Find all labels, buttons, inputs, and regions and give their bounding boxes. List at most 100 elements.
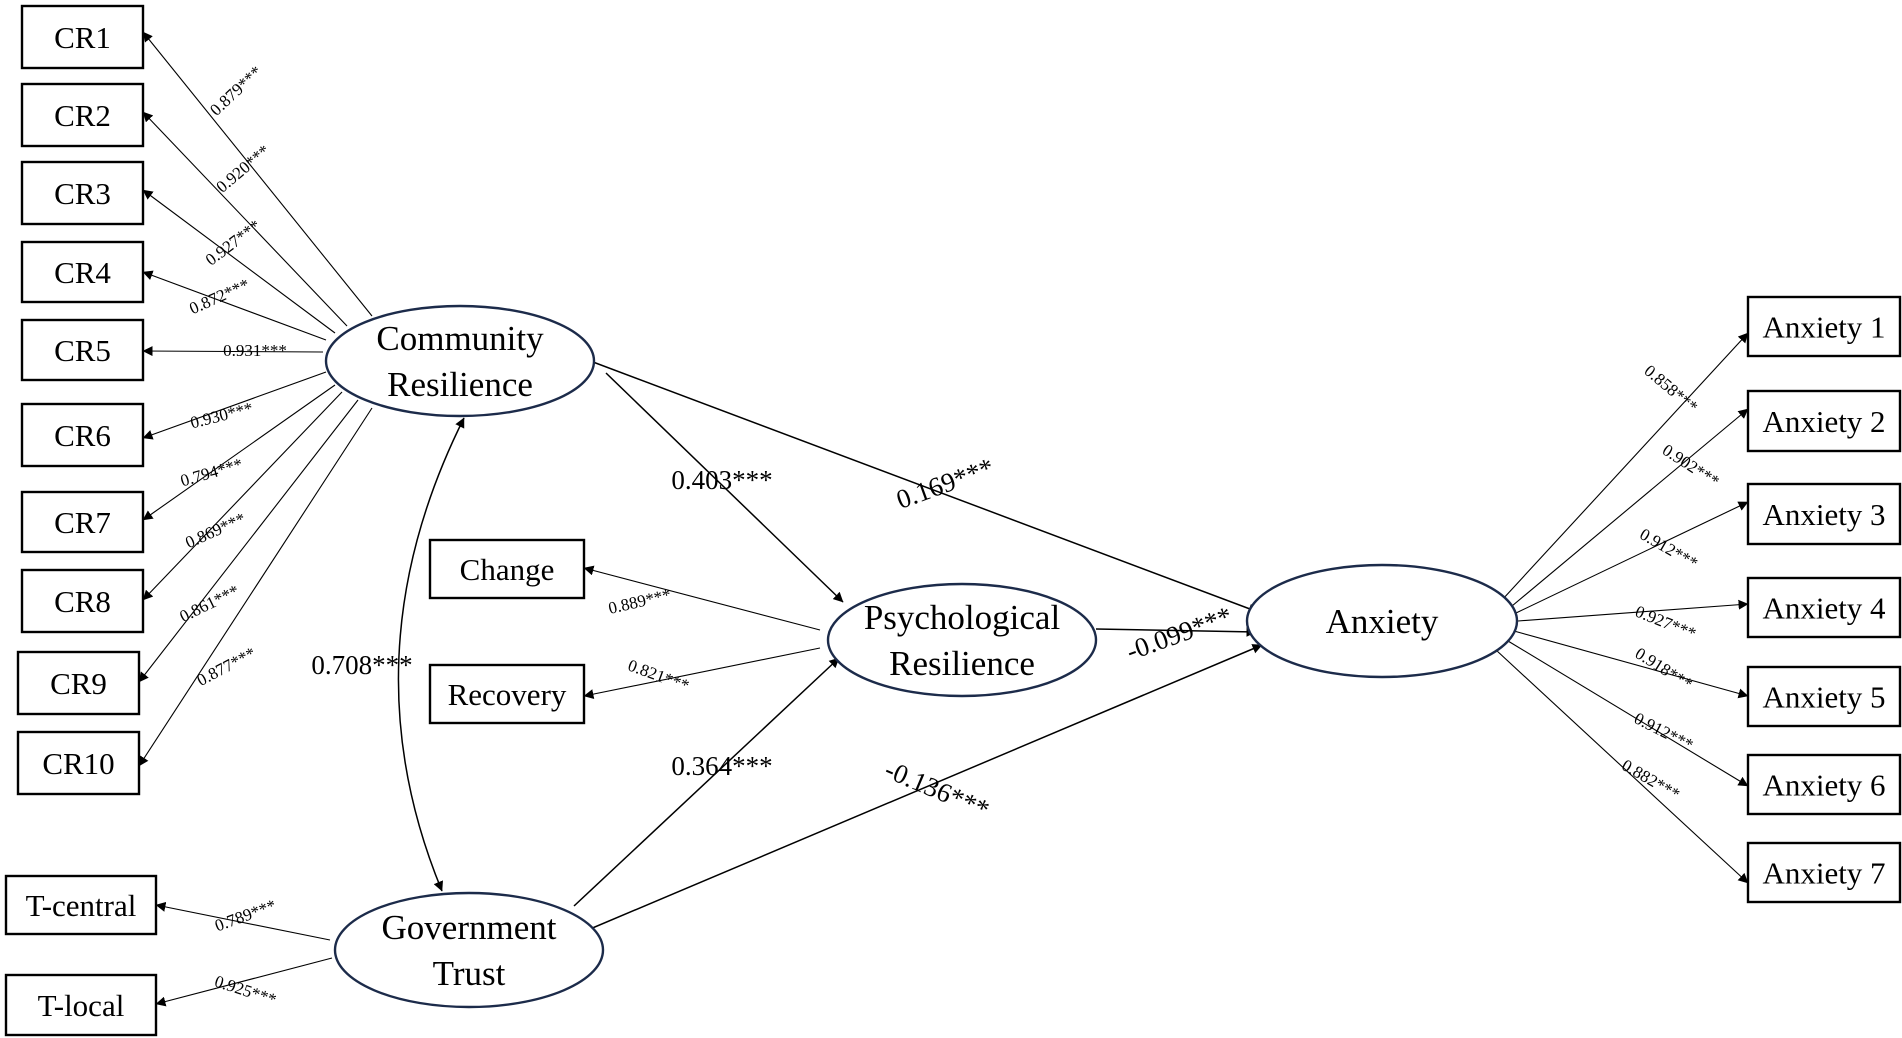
trust-loading-label-1: 0.789*** [212,896,278,936]
indicator-box [16,730,141,796]
path-psychological-to-anxiety [1095,626,1257,637]
path-community-to-anxiety [592,361,1259,614]
anxiety-loading-line-6 [1507,640,1749,787]
indicator-box [20,160,145,226]
indicator-anxiety-3: Anxiety 3 [1746,482,1902,546]
indicator-t-central: T-central [4,874,158,936]
indicator-label: CR9 [50,666,107,701]
latent-label: Government [382,908,557,947]
community-resilience-ellipse [324,304,596,418]
indicator-label: Change [460,552,555,587]
indicator-box [428,538,586,600]
indicator-label: Recovery [448,677,567,712]
indicator-box [20,402,145,468]
indicator-label: Anxiety 3 [1762,497,1885,532]
anxiety-loading-label-3: 0.912*** [1636,524,1701,572]
psychological-resilience-ellipse [826,582,1098,698]
indicator-recovery: Recovery [428,663,586,725]
indicator-box [20,82,145,148]
psych-loading-label-1: 0.889*** [606,585,672,618]
path-government-to-anxiety [582,644,1263,933]
cr-loading-line-5 [142,346,324,357]
indicator-cr2: CR2 [20,82,145,148]
cr-loading-line-8 [142,391,343,601]
latent-label: Resilience [387,365,533,404]
indicator-anxiety-6: Anxiety 6 [1746,753,1902,816]
cr-loading-line-9 [138,399,359,683]
indicator-label: Anxiety 4 [1762,591,1886,626]
cr-loading-line-7 [142,384,336,521]
cr-loading-line-2 [142,111,348,327]
diagram-nodes: CR1CR2CR3CR4CR5CR6CR7CR8CR9CR10T-central… [4,4,1902,1037]
indicator-label: CR2 [54,98,111,133]
indicator-cr4: CR4 [20,240,145,304]
latent-label: Community [376,319,544,358]
indicator-cr9: CR9 [16,650,141,716]
indicator-label: Anxiety 1 [1762,310,1885,345]
psych-loading-label-2: 0.821*** [625,656,691,696]
psych-loading-line-1 [583,565,821,631]
indicator-label: CR4 [54,255,111,290]
path-coef-government-to-anxiety: -0.136*** [880,754,993,825]
indicator-label: Anxiety 2 [1762,404,1885,439]
indicator-anxiety-4: Anxiety 4 [1746,576,1902,639]
indicator-label: CR1 [54,20,111,55]
indicator-box [1746,389,1902,453]
latent-label: Anxiety [1326,602,1439,641]
indicator-cr5: CR5 [20,318,145,382]
indicator-anxiety-2: Anxiety 2 [1746,389,1902,453]
anxiety-latent: Anxiety [1245,563,1519,679]
anxiety-loading-line-2 [1511,408,1749,607]
indicator-box [1746,665,1902,728]
indicator-label: CR8 [54,584,111,619]
path-community-to-psychological [605,372,844,603]
indicator-label: CR3 [54,176,111,211]
anxiety-loading-line-1 [1501,332,1749,601]
cr-loading-label-1: 0.879*** [206,62,266,119]
indicator-cr10: CR10 [16,730,141,796]
latent-label: Resilience [889,644,1035,683]
psych-loading-line-2 [583,647,821,700]
indicator-label: CR7 [54,505,111,540]
government-trust-ellipse [333,891,605,1009]
cr-loading-label-9: 0.861*** [176,581,242,626]
indicator-box [1746,753,1902,816]
indicator-label: CR6 [54,418,111,453]
indicator-t-local: T-local [4,973,158,1037]
anxiety-ellipse [1245,563,1519,679]
indicator-box [20,568,145,634]
indicator-box [1746,482,1902,546]
anxiety-loading-label-5: 0.918*** [1632,644,1696,694]
cr-loading-label-6: 0.930*** [188,399,254,433]
indicator-change: Change [428,538,586,600]
indicator-box [1746,295,1902,358]
cr-loading-label-5: 0.931*** [223,341,287,360]
indicator-box [1746,576,1902,639]
cr-loading-line-6 [142,371,327,440]
indicator-box [4,973,158,1037]
cr-loading-line-4 [142,270,327,341]
anxiety-loading-line-4 [1517,599,1749,622]
indicator-cr8: CR8 [20,568,145,634]
indicator-cr6: CR6 [20,402,145,468]
cr-loading-line-10 [138,407,373,767]
indicator-label: Anxiety 5 [1762,680,1885,715]
indicator-box [4,874,158,936]
cr-loading-label-8: 0.869*** [182,509,248,552]
trust-loading-label-2: 0.925*** [212,972,279,1010]
connection-lines [138,31,1749,1007]
trust-loading-line-2 [155,957,333,1007]
cr-loading-label-3: 0.927*** [202,216,264,270]
anxiety-loading-line-3 [1515,501,1749,614]
indicator-label: CR5 [54,333,111,368]
indicator-cr1: CR1 [20,4,145,70]
indicator-label: Anxiety 6 [1762,768,1885,803]
covariance-coef-community-government: 0.708*** [311,650,412,680]
cr-loading-line-1 [142,31,373,317]
anxiety-loading-line-7 [1495,649,1749,884]
path-coef-community-to-anxiety: 0.169*** [892,452,997,515]
